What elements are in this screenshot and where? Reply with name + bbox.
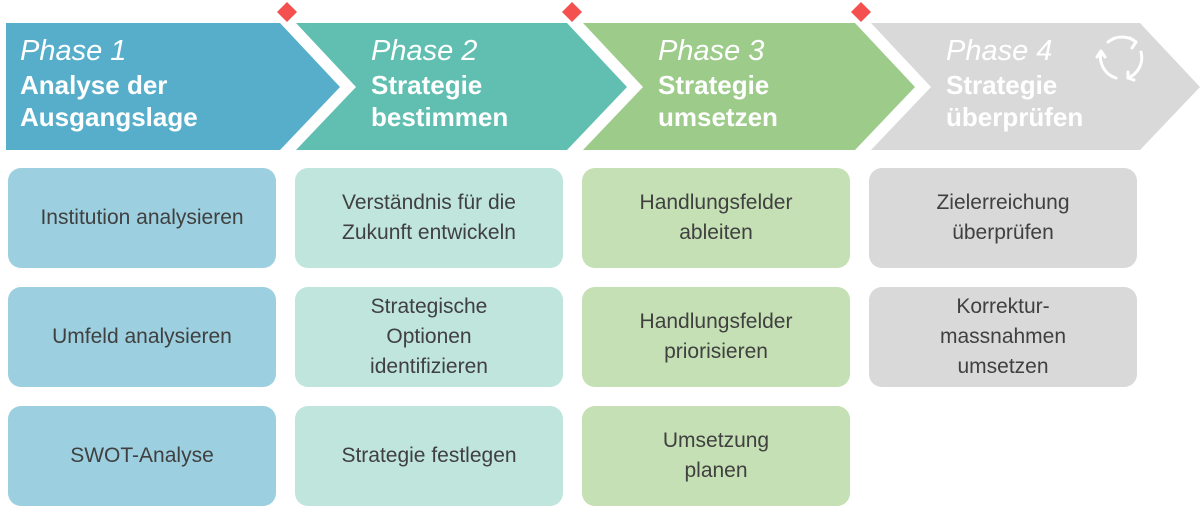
step-box: Verständnis für die Zukunft entwickeln — [295, 168, 563, 268]
chevron-phase-1 — [6, 23, 340, 150]
step-box: Umfeld analysieren — [8, 287, 276, 387]
step-box: Strategische Optionen identifizieren — [295, 287, 563, 387]
phase-title-line: überprüfen — [946, 102, 1084, 132]
phase-title-line: Analyse der — [20, 70, 168, 100]
chevron-phase-4 — [871, 23, 1200, 150]
chevron-phase-3 — [583, 23, 915, 150]
phase-title-line: Ausgangslage — [20, 102, 198, 132]
phase-4-header: Phase 4 Strategie überprüfen — [946, 33, 1186, 133]
step-box: Handlungsfelder ableiten — [582, 168, 850, 268]
phase-title-line: Strategie — [371, 70, 483, 100]
step-box: SWOT-Analyse — [8, 406, 276, 506]
phase-1-header: Phase 1 Analyse der Ausgangslage — [20, 33, 260, 133]
step-box: Korrektur-massnahmen umsetzen — [869, 287, 1137, 387]
phase-title-line: Strategie — [658, 70, 770, 100]
phase-3-header: Phase 3 Strategie umsetzen — [658, 33, 898, 133]
phase-2-header: Phase 2 Strategie bestimmen — [371, 33, 611, 133]
phase-number: Phase 1 — [20, 35, 127, 67]
phase-title-line: umsetzen — [658, 102, 778, 132]
milestone-diamond-icon — [277, 2, 297, 22]
milestone-diamond-icon — [851, 2, 871, 22]
phase-number: Phase 3 — [658, 35, 765, 67]
milestone-diamond-icon — [562, 2, 582, 22]
cycle-arrows-icon — [1095, 35, 1144, 82]
step-box: Strategie festlegen — [295, 406, 563, 506]
phase-chevron-band — [6, 2, 1200, 150]
step-box: Handlungsfelder priorisieren — [582, 287, 850, 387]
step-box: Institution analysieren — [8, 168, 276, 268]
step-box: Umsetzung planen — [582, 406, 850, 506]
phase-number: Phase 2 — [371, 35, 478, 67]
phase-title-line: Strategie — [946, 70, 1058, 100]
phase-number: Phase 4 — [946, 35, 1053, 67]
phase-title-line: bestimmen — [371, 102, 509, 132]
step-box: Zielerreichung überprüfen — [869, 168, 1137, 268]
chevron-phase-2 — [296, 23, 627, 150]
